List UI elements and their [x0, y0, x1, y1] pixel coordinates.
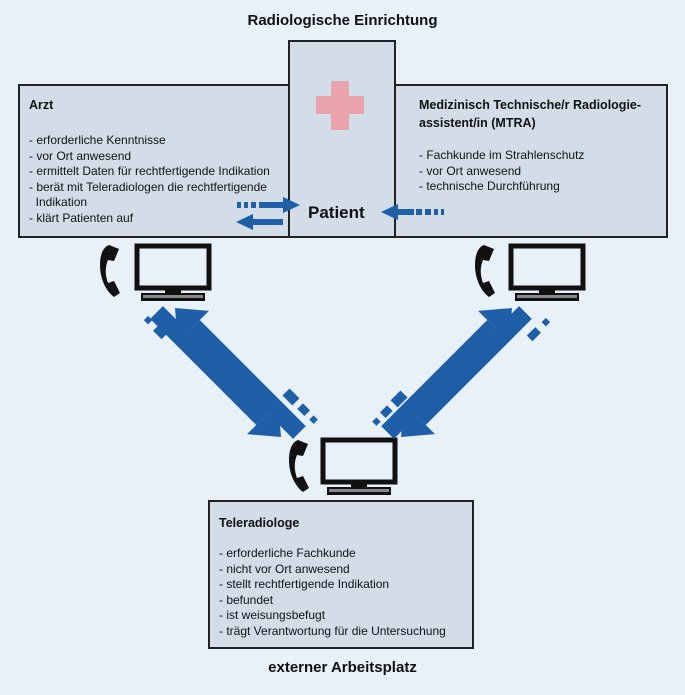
right-phone-icon: [475, 245, 495, 297]
list-item: Indikation: [29, 195, 88, 209]
list-item: - berät mit Teleradiologen die rechtfert…: [29, 179, 267, 194]
arzt-list: - erforderliche Kenntnisse - vor Ort anw…: [29, 133, 291, 226]
mtra-title: Medizinisch Technische/r Radiologie- ass…: [419, 96, 641, 132]
patient-column: [288, 40, 396, 238]
list-item: - nicht vor Ort anwesend: [219, 561, 350, 576]
bottom-phone-icon: [289, 440, 309, 492]
list-item: - vor Ort anwesend: [419, 163, 522, 178]
list-item: - klärt Patienten auf: [29, 210, 134, 225]
bottom-computer-icon: [323, 440, 395, 495]
facility-title: Radiologische Einrichtung: [247, 12, 438, 29]
list-item: - Fachkunde im Strahlenschutz: [419, 148, 585, 162]
mtra-title-line1: Medizinisch Technische/r Radiologie-: [419, 98, 642, 112]
list-item: - ermittelt Daten für rechtfertigende In…: [29, 164, 270, 178]
list-item: - ist weisungsbefugt: [219, 608, 326, 622]
left-phone-icon: [100, 245, 120, 297]
arzt-title: Arzt: [29, 98, 54, 112]
cross-icon: [316, 81, 364, 130]
list-item: - technische Durchführung: [419, 179, 560, 193]
list-item: - trägt Verantwortung für die Untersuchu…: [219, 623, 446, 638]
patient-arrows: [236, 197, 444, 230]
teleradiologe-list: - erforderliche Fachkunde - nicht vor Or…: [219, 546, 471, 639]
list-item: - befundet: [219, 592, 274, 607]
external-workplace-title: externer Arbeitsplatz: [268, 659, 417, 676]
left-link-arrows: [143, 306, 318, 439]
list-item: - vor Ort anwesend: [29, 148, 132, 163]
teleradiologe-title: Teleradiologe: [219, 516, 300, 530]
left-computer-icon: [137, 246, 209, 301]
list-item: - erforderliche Kenntnisse: [29, 133, 166, 147]
list-item: - stellt rechtfertigende Indikation: [219, 577, 390, 591]
mtra-list: - Fachkunde im Strahlenschutz - vor Ort …: [419, 148, 665, 195]
right-computer-icon: [511, 246, 583, 301]
teleradiologe-box: Teleradiologe - erforderliche Fachkunde …: [208, 500, 474, 649]
mtra-title-line2: assistent/in (MTRA): [419, 116, 536, 130]
list-item: - erforderliche Fachkunde: [219, 546, 356, 560]
patient-label: Patient: [308, 203, 365, 222]
right-link-arrows: [372, 306, 551, 439]
